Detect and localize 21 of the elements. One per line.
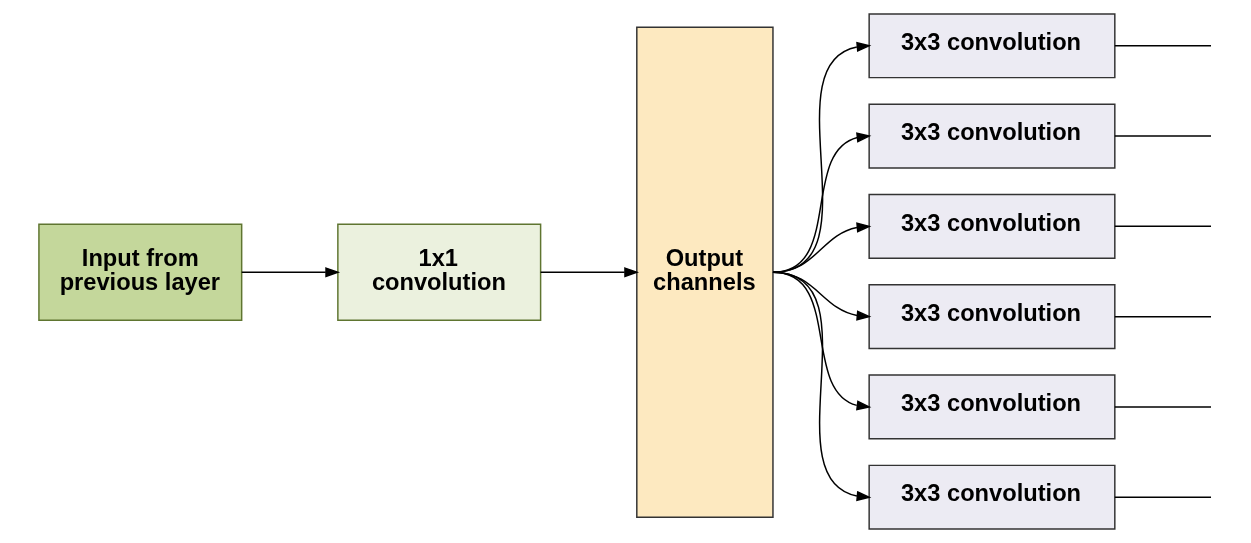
connector — [1114, 135, 1212, 137]
arrow — [772, 132, 872, 273]
arrow — [772, 222, 872, 273]
node-box: 3x3 convolution — [868, 284, 1116, 350]
connector — [1114, 496, 1212, 498]
arrow — [772, 271, 872, 502]
node-box: 3x3 convolution — [868, 193, 1116, 259]
node-box: 3x3 convolution — [868, 374, 1116, 440]
node-box: Input from previous layer — [38, 223, 243, 322]
connector — [1114, 406, 1212, 408]
connector — [1114, 315, 1212, 318]
node-box: 1x1 convolution — [337, 223, 542, 322]
node-box: 3x3 convolution — [868, 464, 1116, 530]
node-box: Output channels — [636, 26, 774, 518]
node-box: 3x3 convolution — [868, 103, 1116, 169]
node-box: 3x3 convolution — [868, 13, 1116, 79]
arrow — [772, 41, 872, 273]
connector — [1114, 225, 1212, 228]
connector — [1114, 45, 1212, 47]
arrow — [539, 267, 640, 278]
arrow — [240, 267, 341, 278]
